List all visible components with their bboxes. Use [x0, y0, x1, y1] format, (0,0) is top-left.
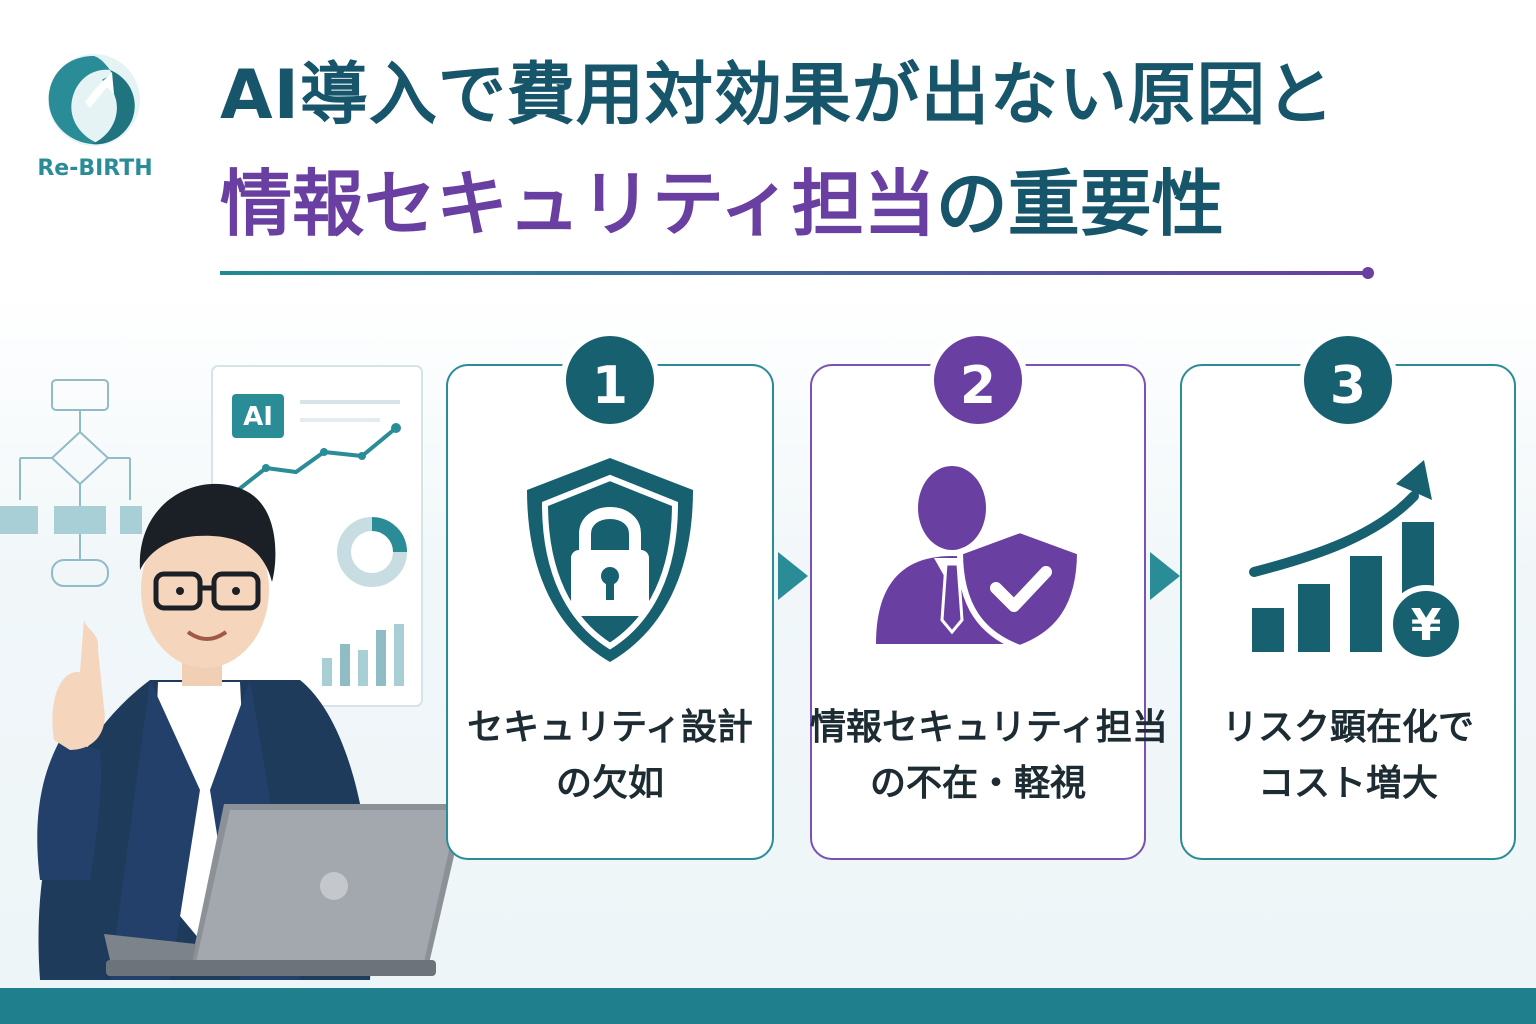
step-number-badge-1: 1 [560, 330, 660, 430]
step-label-1: セキュリティ設計 の欠如 [446, 700, 774, 812]
step-arrow-1-icon [778, 552, 808, 600]
step-arrow-2-icon [1150, 552, 1180, 600]
step-number-badge-3: 3 [1298, 330, 1398, 430]
flowchart-graphic [19, 379, 131, 587]
step-label-3: リスク顕在化で コスト増大 [1180, 700, 1516, 812]
step-label-2-line1: 情報セキュリティ担当 [810, 707, 1168, 748]
step-label-3-line1: リスク顕在化で [1221, 707, 1474, 748]
title-underline-dot [1362, 267, 1374, 279]
title-underline [220, 271, 1370, 275]
bottom-band [0, 988, 1536, 1024]
brand-logo: Re-BIRTH [30, 48, 160, 188]
laptop-graphic [104, 804, 466, 976]
brand-name: Re-BIRTH [37, 156, 153, 181]
shield-lock-icon [527, 458, 693, 662]
re-birth-logo-icon [48, 54, 140, 146]
step-number-badge-2: 2 [928, 330, 1028, 430]
title-accent: 情報セキュリティ担当 [220, 162, 936, 246]
title-line-1: AI導入で費用対効果が出ない原因と [220, 56, 1335, 135]
step-label-2: 情報セキュリティ担当 の不在・軽視 [810, 700, 1168, 812]
step-label-1-line2: の欠如 [555, 762, 664, 804]
yen-currency-symbol: ¥ [1411, 600, 1442, 651]
presenter-illustration: AI [0, 365, 466, 980]
title-line-2: 情報セキュリティ担当の重要性 [220, 168, 1224, 240]
title-rest: の重要性 [935, 162, 1224, 246]
step-label-2-line2: の不在・軽視 [869, 762, 1086, 804]
person-shield-check-icon [876, 466, 1084, 650]
step-label-1-line1: セキュリティ設計 [467, 707, 753, 748]
rising-cost-chart-icon: ¥ [1249, 460, 1465, 663]
dashboard-ai-tag: AI [243, 402, 273, 432]
step-label-3-line2: コスト増大 [1257, 762, 1438, 804]
